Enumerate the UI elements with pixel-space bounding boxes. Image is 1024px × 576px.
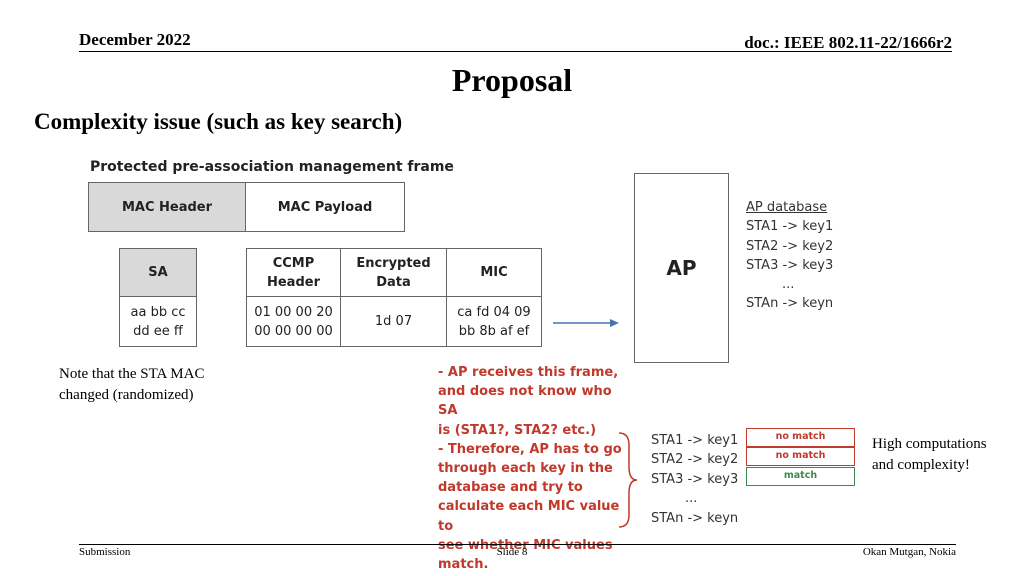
match-badge: match <box>746 467 855 486</box>
explanation-line: match. <box>438 557 489 573</box>
sta-key-entry: STA2 -> key2 <box>651 452 739 468</box>
mac-randomized-note: Note that the STA MAC changed (randomize… <box>59 364 204 406</box>
footer-submission: Submission <box>79 546 131 558</box>
slide-subtitle: Complexity issue (such as key search) <box>34 109 403 134</box>
sa-value-line2: dd ee ff <box>133 323 183 339</box>
ap-database-entry: STA2 -> key2 <box>746 238 834 254</box>
ap-database: AP database STA1 -> key1 STA2 -> key2 ST… <box>746 198 833 314</box>
explanation-line: and does not know who SA <box>438 384 612 419</box>
brace-icon <box>618 432 638 528</box>
explanation-line: see whether MIC values <box>438 537 613 553</box>
mac-header-label: MAC Header <box>121 199 213 215</box>
sta-key-entry: STAn -> keyn <box>651 510 739 526</box>
ccmp-header-box: CCMP Header <box>246 248 341 297</box>
mic-label: MIC <box>480 265 508 280</box>
mic-value-line2: bb 8b af ef <box>458 323 530 339</box>
ap-database-entry: STA1 -> key1 <box>746 219 834 235</box>
sta-key-ellipsis: ... <box>685 491 698 507</box>
key-search-explanation: - AP receives this frame, and does not k… <box>438 363 633 574</box>
explanation-line: database and try to <box>438 480 583 496</box>
encrypted-value-box: 1d 07 <box>340 296 447 347</box>
complexity-note: High computations and complexity! <box>872 434 987 476</box>
ap-database-title: AP database <box>746 200 828 215</box>
encrypted-label-line2: Data <box>376 274 411 290</box>
ccmp-label-line2: Header <box>266 274 320 290</box>
ccmp-label-line1: CCMP <box>272 255 315 271</box>
sa-value-line1: aa bb cc <box>130 304 186 320</box>
explanation-line: - Therefore, AP has to go <box>438 441 622 457</box>
slide-title: Proposal <box>451 62 573 98</box>
ccmp-value-box: 01 00 00 20 00 00 00 00 <box>246 296 341 347</box>
mac-header-box: MAC Header <box>88 182 246 232</box>
mic-value-line1: ca fd 04 09 <box>457 304 531 320</box>
mac-payload-label: MAC Payload <box>277 199 373 215</box>
ccmp-value-line1: 01 00 00 20 <box>254 304 333 320</box>
explanation-line: through each key in the <box>438 461 613 477</box>
ap-database-entry: STA3 -> key3 <box>746 257 834 273</box>
header-doc-id: doc.: IEEE 802.11-22/1666r2 <box>744 33 952 52</box>
complexity-note-line2: and complexity! <box>872 457 970 473</box>
header-divider <box>79 51 952 52</box>
ap-database-entry: STAn -> keyn <box>746 296 834 312</box>
ap-box: AP <box>634 173 729 363</box>
mic-value-box: ca fd 04 09 bb 8b af ef <box>446 296 542 347</box>
sa-label: SA <box>148 265 168 280</box>
sta-key-entry: STA3 -> key3 <box>651 471 739 487</box>
complexity-note-line1: High computations <box>872 436 987 452</box>
sa-value-box: aa bb cc dd ee ff <box>119 296 197 347</box>
encrypted-label-line1: Encrypted <box>356 255 431 271</box>
arrow-to-ap-icon <box>553 319 619 327</box>
sa-label-box: SA <box>119 248 197 297</box>
mic-box: MIC <box>446 248 542 297</box>
ap-label: AP <box>666 255 697 280</box>
explanation-line: calculate each MIC value to <box>438 499 620 534</box>
ccmp-value-line2: 00 00 00 00 <box>254 323 333 339</box>
mac-payload-box: MAC Payload <box>245 182 405 232</box>
mac-note-line1: Note that the STA MAC <box>59 366 205 382</box>
mac-note-line2: changed (randomized) <box>59 387 194 403</box>
header-date: December 2022 <box>79 30 191 49</box>
footer-author: Okan Mutgan, Nokia <box>862 546 956 558</box>
no-match-badge: no match <box>746 428 855 447</box>
explanation-line: is (STA1?, STA2? etc.) <box>438 422 597 438</box>
explanation-line: - AP receives this frame, <box>438 365 619 380</box>
sta-key-list: STA1 -> key1 STA2 -> key2 STA3 -> key3 .… <box>651 431 738 528</box>
no-match-badge: no match <box>746 447 855 466</box>
footer-slide-number: Slide 8 <box>496 546 528 558</box>
frame-label: Protected pre-association management fra… <box>90 159 454 175</box>
footer-divider <box>79 544 956 545</box>
encrypted-value: 1d 07 <box>374 314 413 329</box>
ap-database-ellipsis: ... <box>782 277 795 293</box>
sta-key-entry: STA1 -> key1 <box>651 433 739 448</box>
